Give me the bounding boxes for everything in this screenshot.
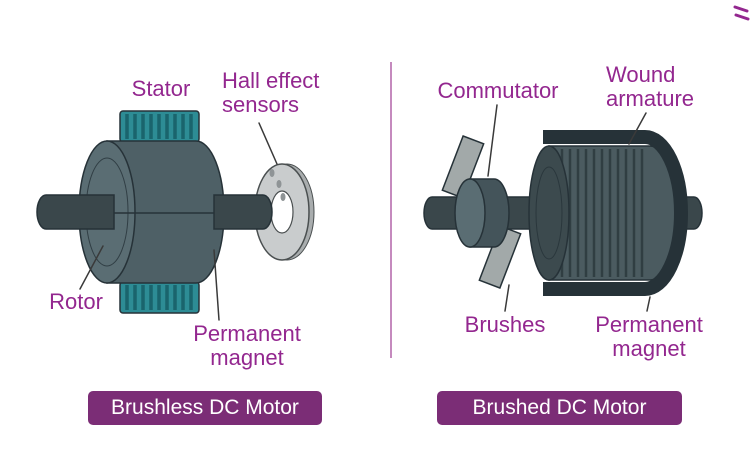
label-line: sensors: [222, 92, 300, 117]
pointer-brushes: [504, 284, 510, 312]
sensor-dot: [269, 169, 275, 177]
label-line: armature: [606, 86, 695, 111]
label-rotor: Rotor: [49, 289, 103, 314]
brush-upper: [441, 135, 485, 199]
label-line: Wound: [606, 62, 676, 87]
commutator-face: [454, 178, 486, 248]
stator-block-top: [119, 110, 200, 143]
sensor-dot: [276, 180, 282, 188]
pointer-lines: [79, 104, 651, 321]
shaft-right-stub: [213, 194, 273, 230]
permanent-magnet-shell: [543, 130, 688, 296]
stator-fins: [125, 114, 193, 139]
pointer-commutator: [487, 104, 498, 177]
pointer-rotor: [79, 245, 104, 290]
sensor-dot: [280, 193, 286, 201]
label-line: Permanent: [193, 321, 301, 346]
label-line: magnet: [210, 345, 284, 370]
label-line: Hall effect: [222, 68, 320, 93]
label-line: Permanent: [595, 312, 703, 337]
armature-face-ring: [535, 166, 563, 260]
stator-block-bottom: [119, 281, 200, 314]
brush-lower: [478, 225, 522, 289]
caption-brushed-dc-motor: Brushed DC Motor: [437, 391, 682, 425]
brushed-motor-drawing: [423, 130, 703, 296]
pointer-wound-armature: [628, 112, 647, 145]
corner-logo-icon: [733, 5, 750, 21]
label-stator: Stator: [131, 76, 191, 101]
shaft-left: [36, 194, 115, 230]
label-hall-effect-sensors: Hall effect sensors: [222, 69, 319, 117]
label-brushes: Brushes: [464, 312, 546, 337]
pointer-permanent-magnet-left: [213, 249, 220, 321]
label-line: magnet: [612, 336, 686, 361]
pointer-permanent-magnet-right: [646, 296, 651, 312]
label-commutator: Commutator: [437, 78, 559, 103]
stator-fins: [125, 285, 193, 310]
label-wound-armature: Wound armature: [606, 63, 694, 111]
label-permanent-magnet-right: Permanent magnet: [586, 313, 712, 361]
brushless-motor-drawing: [36, 110, 315, 314]
caption-brushless-dc-motor: Brushless DC Motor: [88, 391, 322, 425]
pointer-hall-sensors: [258, 122, 278, 165]
label-permanent-magnet-left: Permanent magnet: [184, 322, 310, 370]
armature-front-face: [528, 145, 570, 281]
